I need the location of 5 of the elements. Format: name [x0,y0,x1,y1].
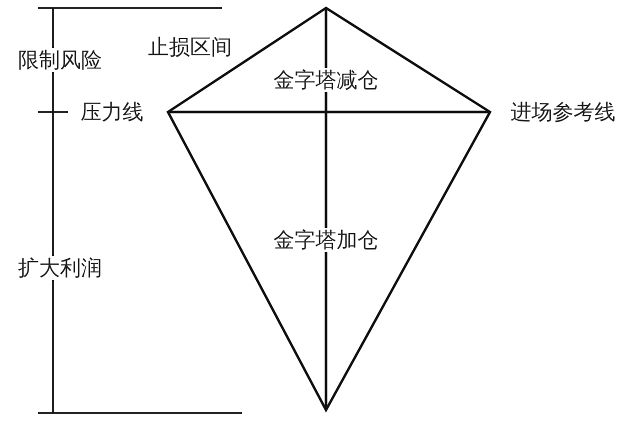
range-label: 限制风险 [16,48,104,72]
zone-label: 金字塔加仓 [272,228,380,252]
line-label: 进场参考线 [508,100,618,124]
zone-label: 金字塔减仓 [272,68,380,92]
line-label: 压力线 [78,100,146,124]
